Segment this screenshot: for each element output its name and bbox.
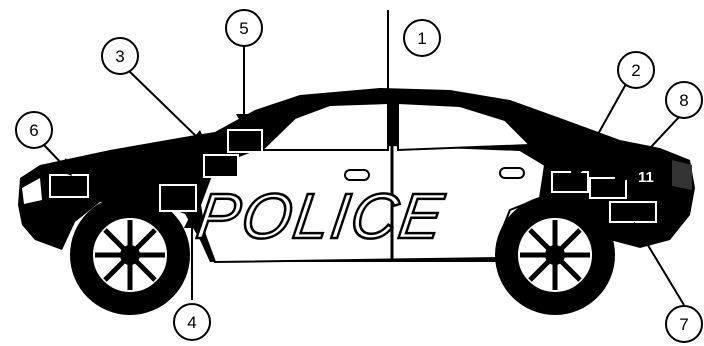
callout-label: 6 bbox=[29, 121, 38, 140]
callout-label: 5 bbox=[239, 19, 248, 38]
taillight bbox=[672, 160, 692, 190]
callout-1: 1 bbox=[404, 20, 440, 56]
callout-3: 3 bbox=[102, 38, 138, 74]
front-wheel bbox=[70, 195, 190, 315]
callout-label: 4 bbox=[187, 313, 196, 332]
highlight-box-front-fender bbox=[160, 185, 196, 211]
highlight-box-windshield bbox=[204, 155, 238, 177]
callout-label: 3 bbox=[115, 47, 124, 66]
car-illustration: POLICE bbox=[18, 88, 695, 315]
rear-wheel bbox=[495, 195, 615, 315]
door-lettering: POLICE bbox=[193, 180, 450, 252]
highlight-box-a-pillar bbox=[228, 130, 262, 152]
callout-label: 1 bbox=[417, 29, 426, 48]
callout-7: 7 bbox=[666, 306, 702, 342]
highlight-box-rear-bumper bbox=[610, 202, 656, 222]
callout-2: 2 bbox=[618, 52, 654, 88]
callout-8: 8 bbox=[666, 82, 702, 118]
callout-label: 8 bbox=[679, 91, 688, 110]
callout-label: 7 bbox=[679, 315, 688, 334]
callout-6: 6 bbox=[16, 112, 52, 148]
highlight-box-front-quarter bbox=[50, 175, 88, 197]
callout-4: 4 bbox=[174, 304, 210, 340]
rear-door-handle bbox=[500, 168, 524, 178]
callout-5: 5 bbox=[226, 10, 262, 46]
unit-number: 11 bbox=[638, 169, 654, 186]
leader-line-7 bbox=[640, 232, 684, 305]
highlight-box-rear-door bbox=[552, 172, 588, 192]
callout-label: 2 bbox=[631, 61, 640, 80]
front-door-handle bbox=[345, 170, 369, 180]
leader-line-3 bbox=[128, 70, 200, 140]
